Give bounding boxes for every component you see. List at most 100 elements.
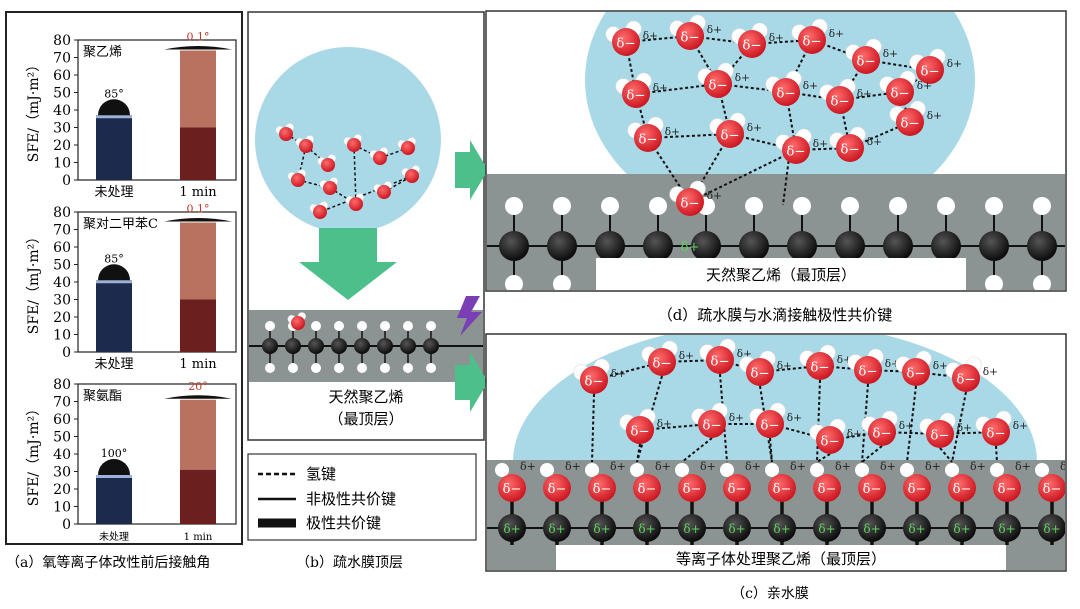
delta-plus-label: δ+	[520, 460, 536, 473]
surface-label-line2: （最顶层）	[328, 410, 403, 428]
oxygen-atom	[706, 346, 734, 374]
delta-plus-carbon: δ+	[1043, 522, 1060, 536]
carbon-atom	[400, 338, 416, 354]
oxygen-atom	[347, 138, 361, 152]
panel-a: 01020304050607080SFE/（mJ·m²）聚乙烯85°0.1°未处…	[5, 11, 243, 545]
hydrogen-bond	[661, 359, 721, 363]
water-molecule: δ−δ+	[573, 358, 626, 394]
carbon-atom	[1027, 231, 1057, 261]
water-molecule: δ−δ+	[845, 38, 898, 74]
delta-plus-label: δ+	[867, 136, 882, 148]
carbon-atom	[678, 514, 706, 542]
delta-minus-label: δ−	[830, 94, 849, 109]
carbon-atom	[813, 514, 841, 542]
chart-3: 01020304050607080SFE/（mJ·m²）聚氨酯100°20°未处…	[26, 377, 237, 543]
oxygen-atom	[858, 474, 886, 502]
oxygen-atom	[982, 418, 1010, 446]
y-tick-label: 40	[53, 275, 71, 291]
hydrogen-atom	[990, 463, 1004, 477]
delta-plus-label: δ+	[917, 80, 932, 92]
delta-plus-label: δ+	[829, 28, 844, 40]
water-film-treated	[164, 46, 232, 50]
delta-minus-label: δ−	[953, 482, 972, 497]
water-molecule	[401, 165, 420, 183]
delta-plus-carbon: δ+	[998, 522, 1015, 536]
delta-minus-label: δ−	[710, 354, 729, 369]
water-molecule	[369, 147, 388, 165]
hydrogen-atom	[1035, 463, 1049, 477]
delta-plus-label: δ+	[769, 32, 784, 44]
delta-plus-label: δ+	[787, 412, 802, 424]
hydrogen-atom	[649, 197, 667, 215]
untreated-bar-top	[96, 475, 132, 478]
y-tick-label: 0	[62, 345, 71, 361]
delta-minus-label: δ−	[584, 374, 603, 389]
oxygen-atom	[543, 474, 571, 502]
carbon-atom	[858, 514, 886, 542]
hydrogen-atom	[380, 363, 390, 373]
down-arrow	[299, 228, 397, 300]
y-tick-label: 70	[53, 223, 71, 239]
carbon-atom	[377, 338, 393, 354]
carbon-atom	[931, 231, 961, 261]
hydrogen-atom	[288, 363, 298, 373]
oxygen-atom	[993, 474, 1021, 502]
water-film-treated	[164, 218, 232, 222]
water-drop-untreated	[98, 459, 130, 475]
caption-d: （d）疏水膜与水滴接触极性共价键	[658, 306, 893, 324]
delta-minus-label: δ−	[863, 482, 882, 497]
hydrogen-bond	[591, 393, 595, 463]
oxygen-atom	[323, 181, 337, 195]
oxygen-atom	[633, 474, 661, 502]
delta-minus-label: δ−	[986, 426, 1005, 441]
arrow-to-panel-d	[455, 140, 488, 200]
y-axis-label: SFE/（mJ·m²）	[26, 58, 42, 162]
y-tick-label: 20	[53, 482, 71, 498]
oxygen-atom	[634, 124, 662, 152]
delta-plus-carbon: δ+	[728, 522, 745, 536]
hydrogen-atom	[426, 363, 436, 373]
water-molecule: δ−δ+	[819, 78, 872, 114]
hydrogen-atom	[553, 197, 571, 215]
carbon-atom	[835, 231, 865, 261]
y-tick-label: 80	[53, 205, 71, 221]
y-tick-label: 40	[53, 447, 71, 463]
water-molecule: δ−δ+	[697, 62, 750, 98]
delta-minus-label: δ−	[810, 360, 829, 375]
chart-2: 01020304050607080SFE/（mJ·m²）聚对二甲苯C85°0.1…	[26, 203, 237, 372]
delta-minus-label: δ−	[998, 482, 1017, 497]
treated-angle: 0.1°	[187, 31, 210, 44]
delta-minus-label: δ−	[1043, 482, 1062, 497]
surface-label-box-d	[596, 258, 966, 290]
category-treated: 1 min	[179, 185, 217, 200]
plasma-bolt-icon	[457, 296, 482, 336]
water-molecule: δ−δ+	[709, 112, 762, 148]
delta-plus-label: δ+	[883, 48, 898, 60]
hydrogen-bond	[811, 39, 867, 61]
oxygen-atom	[626, 416, 654, 444]
carbon-atom	[595, 231, 625, 261]
y-tick-label: 10	[53, 500, 71, 516]
oxygen-atom	[772, 78, 800, 106]
treated-bar-lower	[180, 299, 216, 352]
untreated-bar	[96, 475, 132, 524]
y-tick-label: 60	[53, 240, 71, 256]
delta-plus-label: δ+	[835, 460, 851, 473]
oxygen-atom	[373, 151, 387, 165]
delta-minus-label: δ−	[858, 364, 877, 379]
oxygen-atom	[806, 352, 834, 380]
delta-minus-label: δ−	[802, 34, 821, 49]
y-tick-label: 50	[53, 86, 71, 102]
water-molecule	[397, 137, 416, 155]
carbon-atom	[331, 338, 347, 354]
delta-plus-label: δ+	[565, 460, 581, 473]
delta-minus-label: δ−	[956, 372, 975, 387]
delta-plus-label: δ+	[777, 360, 792, 372]
water-molecule	[287, 169, 306, 187]
hydrogen-atom	[553, 275, 571, 290]
delta-plus-label: δ+	[707, 24, 722, 36]
delta-plus-carbon: δ+	[953, 522, 970, 536]
oxygen-atom	[852, 46, 880, 74]
delta-plus-label: δ+	[933, 360, 948, 372]
water-molecule: δ−δ+	[809, 418, 862, 454]
